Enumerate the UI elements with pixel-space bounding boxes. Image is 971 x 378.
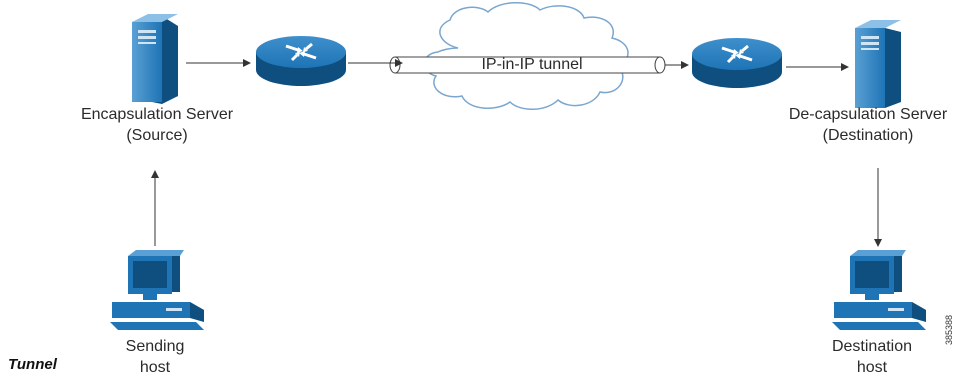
- decap-server-label-line1: De-capsulation Server: [788, 106, 948, 123]
- tunnel-label: IP-in-IP tunnel: [481, 56, 583, 73]
- decap-server-icon: [855, 20, 901, 108]
- sending-host-label: Sending host: [105, 336, 205, 378]
- sending-host-label-line2: host: [139, 359, 171, 376]
- destination-host-label: Destination host: [822, 336, 922, 378]
- encap-server-icon: [132, 14, 178, 104]
- destination-host-label-line1: Destination: [831, 338, 913, 355]
- destination-host-computer-icon: [832, 250, 926, 330]
- figure-id: 385388: [944, 314, 954, 345]
- destination-host-label-line2: host: [856, 359, 888, 376]
- sending-host-computer-icon: [110, 250, 204, 330]
- encap-server-label-line2: (Source): [126, 127, 188, 144]
- figure-caption: Tunnel: [8, 356, 57, 373]
- network-cloud: [423, 2, 629, 110]
- decap-server-label: De-capsulation Server (Destination): [768, 104, 968, 146]
- sending-host-label-line1: Sending: [125, 338, 185, 355]
- router-left-icon: [256, 36, 346, 86]
- decap-server-label-line2: (Destination): [822, 127, 914, 144]
- router-right-icon: [692, 38, 782, 88]
- encap-server-label: Encapsulation Server (Source): [52, 104, 262, 146]
- encap-server-label-line1: Encapsulation Server: [80, 106, 234, 123]
- arrows: [151, 59, 882, 247]
